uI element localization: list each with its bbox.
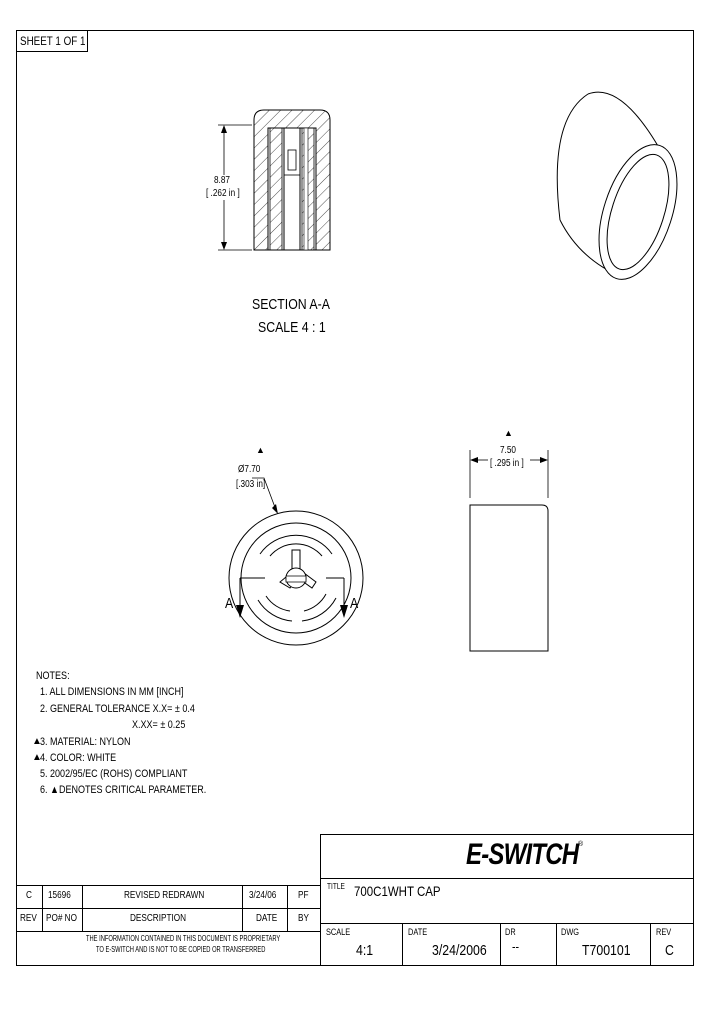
revision-table-col-divider [242, 885, 243, 931]
date-value: 3/24/2006 [432, 942, 487, 959]
revision-table-top [16, 885, 320, 886]
title-label: TITLE [327, 882, 345, 891]
column-header-date: DATE [256, 913, 278, 924]
revision-table-col-divider [82, 885, 83, 931]
column-header-by: BY [298, 913, 309, 924]
revision-table-col-divider [42, 885, 43, 931]
part-title: 700C1WHT CAP [354, 883, 441, 899]
isometric-view-drawing [556, 91, 678, 280]
note-item: 5. 2002/95/EC (ROHS) COMPLIANT [40, 768, 188, 780]
note-item: 1. ALL DIMENSIONS IN MM [INCH] [40, 686, 184, 698]
section-title: SECTION A-A [252, 296, 330, 313]
proprietary-notice: TO E-SWITCH AND IS NOT TO BE COPIED OR T… [96, 945, 266, 954]
scale-label: SCALE [326, 927, 351, 937]
drawing-border [16, 30, 694, 966]
section-view-drawing [218, 109, 331, 251]
cut-label-right: A [350, 595, 359, 612]
front-view-drawing [228, 477, 364, 646]
column-header-description: DESCRIPTION [130, 913, 187, 924]
drawn-by-label: DR [505, 927, 516, 937]
drawn-by-value: -- [512, 939, 520, 954]
note-critical-marker: ▲ [32, 752, 42, 763]
section-scale: SCALE 4 : 1 [258, 319, 326, 336]
date-label: DATE [408, 927, 428, 937]
sheet-number: SHEET 1 OF 1 [20, 34, 86, 48]
note-item: 3. MATERIAL: NYLON [40, 736, 131, 748]
brand-logo: E-SWITCH [466, 838, 579, 871]
note-critical-marker: ▲ [32, 736, 42, 747]
side-width-in: [ .295 in ] [490, 458, 524, 469]
title-block-divider [320, 878, 694, 879]
title-block-divider [320, 923, 694, 924]
title-block-col-divider [556, 923, 557, 966]
revision-po-no: 15696 [48, 890, 71, 901]
title-block-top-border [320, 834, 694, 835]
side-critical-marker: ▲ [504, 428, 513, 438]
section-height-in: [ .262 in ] [206, 188, 240, 199]
rev-label: REV [656, 927, 672, 937]
note-item: 4. COLOR: WHITE [40, 752, 117, 764]
cut-label-left: A [225, 595, 234, 612]
column-header-rev: REV [20, 913, 37, 924]
side-width-mm: 7.50 [500, 445, 516, 456]
drawing-number-label: DWG [561, 927, 580, 937]
sheet-number-box [16, 30, 88, 52]
note-item: 6. ▲DENOTES CRITICAL PARAMETER. [40, 784, 207, 796]
revision-table-divider [16, 931, 320, 932]
revision-description: REVISED REDRAWN [124, 890, 205, 901]
title-block-col-divider [402, 923, 403, 966]
revision-rev: C [26, 890, 32, 901]
note-item: 2. GENERAL TOLERANCE X.X= ± 0.4 [40, 703, 195, 715]
notes-heading: NOTES: [36, 670, 70, 682]
revision-table-divider [16, 908, 320, 909]
revision-by: PF [298, 890, 309, 901]
proprietary-notice: THE INFORMATION CONTAINED IN THIS DOCUME… [86, 934, 281, 943]
side-view-drawing [469, 450, 549, 652]
title-block-col-divider [650, 923, 651, 966]
front-diameter-mm: Ø7.70 [238, 464, 261, 475]
front-diameter-in: [.303 in] [236, 479, 266, 490]
front-critical-marker: ▲ [256, 445, 265, 455]
scale-value: 4:1 [356, 942, 374, 959]
note-item: X.XX= ± 0.25 [132, 719, 186, 731]
rev-value: C [665, 942, 674, 959]
column-header-po-no: PO# NO [46, 913, 77, 924]
title-block-left-border [320, 834, 321, 966]
brand-registered-mark: ® [578, 841, 584, 848]
title-block-col-divider [500, 923, 501, 966]
revision-table-col-divider [287, 885, 288, 931]
revision-date: 3/24/06 [249, 890, 277, 901]
drawing-number-value: T700101 [582, 942, 631, 959]
section-height-mm: 8.87 [214, 175, 230, 186]
